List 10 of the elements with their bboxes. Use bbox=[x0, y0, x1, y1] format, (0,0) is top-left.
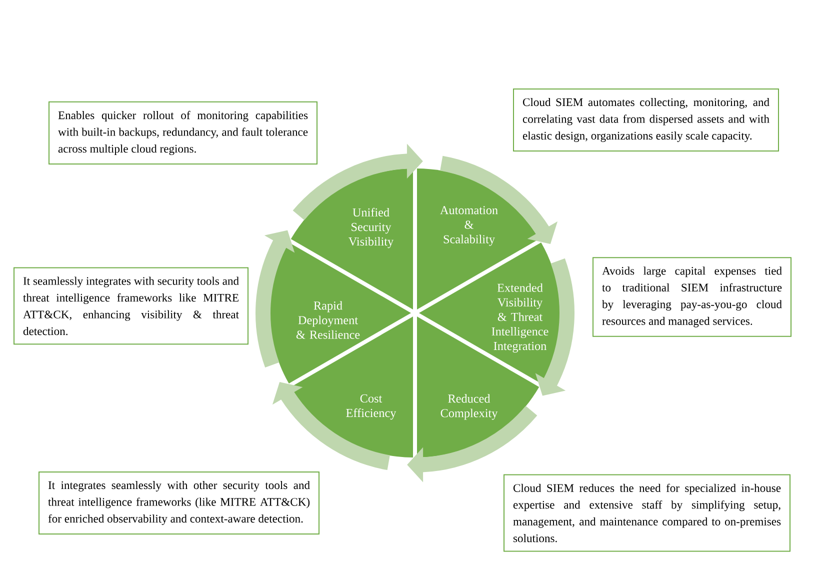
text-box: Enables quicker rollout of monitoring capabilities with built-in backups, redundancy, and fault tolerance across multiple cloud regions. bbox=[48, 101, 318, 165]
text-box: It seamlessly integrates with security tools and threat intelligence frameworks like MITRE ATT&CK, enhancing visibility & threat detection. bbox=[14, 267, 248, 345]
node-label: Reduced Complexity bbox=[440, 394, 498, 420]
ring-arrow bbox=[440, 156, 558, 244]
text-box: It integrates seamlessly with other security tools and threat intelligence frameworks (like MITRE ATT&CK) for enriched observability and context-aware detection. bbox=[38, 472, 320, 534]
ring-arrow bbox=[272, 382, 390, 470]
text-box: Cloud SIEM reduces the need for specialized in-house expertise and extensive staff by simplifying setup, management, and maintenance compared to on-premises solutions. bbox=[504, 474, 790, 552]
text-box: Avoids large capital expenses tied to traditional SIEM infrastructure by leveraging pay-as-you-go cloud resources and managed services. bbox=[592, 257, 792, 337]
text-box: Cloud SIEM automates collecting, monitoring, and correlating vast data from dispersed assets and with elastic design, organizations easily scale capacity. bbox=[513, 88, 779, 152]
node-label: Cost Efficiency bbox=[346, 394, 396, 420]
